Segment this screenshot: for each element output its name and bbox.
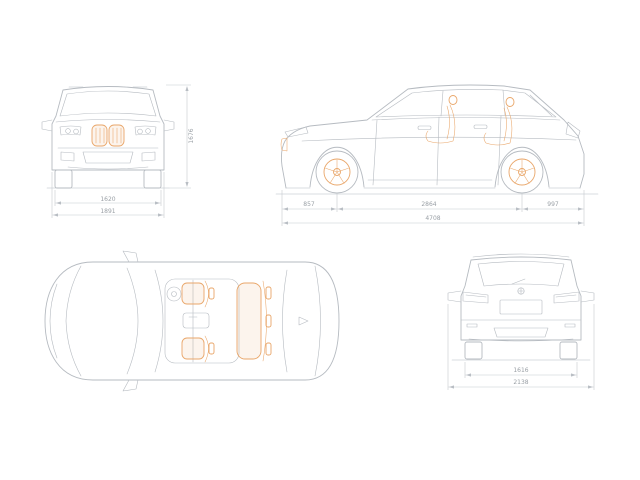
rear-left-wheel — [464, 341, 483, 360]
side-door-handle-front — [417, 125, 432, 130]
rear-dimension-lines: 1616 2138 — [447, 304, 595, 390]
side-wheelbase-dim-label: 2864 — [421, 201, 436, 208]
rear-view: 1616 2138 — [436, 242, 626, 392]
top-windshield — [126, 267, 139, 375]
side-view-drawing: 857 2864 997 4708 — [275, 84, 599, 226]
side-wheel-arches — [309, 147, 550, 188]
top-rear-window — [282, 265, 321, 377]
rear-view-drawing: 1616 2138 — [447, 253, 595, 390]
front-headlights — [59, 125, 157, 136]
side-accents — [280, 95, 536, 186]
side-door-handle-rear — [473, 124, 488, 129]
front-right-wheel — [143, 169, 162, 189]
side-front-overhang-dim-label: 857 — [303, 201, 315, 208]
top-antenna-fin — [298, 316, 309, 326]
side-front-rim — [323, 158, 351, 186]
top-steering-wheel — [166, 286, 182, 302]
rear-wiper — [511, 278, 526, 285]
top-front-seat-right — [181, 335, 215, 363]
top-car-outline — [44, 250, 340, 392]
rear-car-outline — [447, 253, 595, 361]
top-mirrors — [122, 250, 139, 392]
side-rear-seat — [483, 97, 515, 146]
front-view-drawing: 1676 1620 1891 — [41, 84, 195, 218]
front-kidney-grille — [91, 124, 125, 147]
rear-width-mirrors-dim-label: 2138 — [513, 379, 528, 386]
top-front-seat-left — [181, 280, 215, 308]
side-grille — [280, 137, 288, 152]
side-rear-overhang-dim-label: 997 — [547, 201, 559, 208]
front-track-dim-label: 1620 — [100, 196, 115, 203]
side-headlight — [284, 126, 309, 138]
side-taillight — [565, 121, 581, 139]
top-view-drawing — [44, 250, 340, 392]
side-door-lines — [372, 115, 502, 186]
side-dimension-lines: 857 2864 997 4708 — [281, 190, 585, 226]
front-left-wheel — [54, 169, 73, 189]
rear-taillights — [462, 291, 580, 304]
top-view — [33, 246, 353, 396]
rear-track-dim-label: 1616 — [513, 367, 528, 374]
top-rear-bench — [236, 280, 272, 362]
side-glasshouse — [375, 89, 557, 118]
rear-mirrors — [447, 290, 595, 303]
side-view: 857 2864 997 4708 — [272, 62, 602, 232]
top-center-console — [182, 312, 210, 329]
side-front-seat — [425, 95, 458, 144]
front-mirrors — [41, 119, 175, 132]
front-dimension-lines: 1676 1620 1891 — [51, 84, 195, 218]
top-panoramic-roof — [164, 278, 240, 364]
rear-diffuser — [493, 327, 549, 338]
rear-window — [477, 261, 565, 287]
side-rear-tire — [500, 150, 544, 194]
rear-license-plate — [499, 299, 543, 315]
rear-right-wheel — [559, 341, 578, 360]
front-width-dim-label: 1891 — [100, 208, 115, 215]
top-seats — [181, 280, 272, 363]
side-car-outline — [275, 84, 599, 195]
side-rear-rim — [508, 158, 536, 186]
front-view: 1676 1620 1891 — [33, 72, 223, 222]
rear-reflectors — [466, 323, 576, 328]
side-front-tire — [315, 150, 359, 194]
front-car-outline — [41, 86, 175, 189]
front-height-dim-label: 1676 — [188, 128, 195, 143]
side-overall-length-dim-label: 4708 — [425, 215, 440, 222]
front-bumper-intakes — [60, 151, 156, 164]
